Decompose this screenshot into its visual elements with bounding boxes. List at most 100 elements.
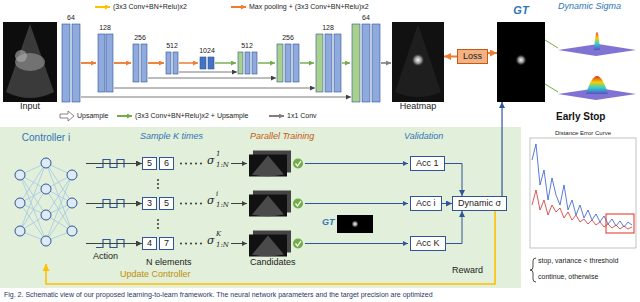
connector xyxy=(488,52,497,54)
legend-arrow-samples xyxy=(95,6,110,8)
sigma-subscript: 1:N xyxy=(216,202,229,209)
controller-network-icon xyxy=(15,226,25,236)
heatmap-output xyxy=(392,22,444,102)
sample-element: 6 xyxy=(159,157,174,170)
unet-arrows xyxy=(215,62,236,63)
heatmap-image: Heatmap xyxy=(392,22,444,112)
check-marks xyxy=(293,199,303,209)
connector xyxy=(86,243,142,244)
loss-box: Loss xyxy=(457,49,488,64)
candidate-to-accuracy-arrows xyxy=(305,243,408,244)
ellipsis-dots xyxy=(157,227,159,229)
connector xyxy=(86,203,142,204)
candidate-images xyxy=(249,195,287,217)
unet-arrows xyxy=(81,62,198,63)
sample-element: 5 xyxy=(142,157,157,170)
unet-feature-maps xyxy=(372,24,380,102)
connector xyxy=(501,102,502,196)
node-text: Acc i xyxy=(416,198,436,209)
controller-network-icon xyxy=(41,158,51,168)
check-marks xyxy=(296,241,302,246)
legend-arrow-samples xyxy=(117,115,132,117)
node-text: Input xyxy=(20,102,40,112)
dynamic-sigma-plots xyxy=(545,40,558,92)
annotation: N elements xyxy=(146,258,192,267)
candidate-images xyxy=(249,155,287,177)
distance-error-plot xyxy=(530,138,636,248)
sample-to-candidate-arrows xyxy=(231,163,247,164)
candidate-images xyxy=(249,151,291,257)
ellipsis-dots xyxy=(157,223,159,225)
node-text: 4 xyxy=(146,238,153,249)
dynamic-sigma-plots xyxy=(594,32,600,50)
node-text: 6 xyxy=(163,158,170,169)
dynamic-sigma-plots xyxy=(545,32,636,100)
unet-arrows xyxy=(179,72,237,73)
case-text: stop, variance < threshold xyxy=(538,257,618,264)
legend-text: Max pooling + (3x3 Conv+BN+Relu)x2 xyxy=(249,3,369,11)
connector xyxy=(446,211,462,244)
channel-count: 512 xyxy=(166,42,178,49)
annotation: Candidates xyxy=(250,258,296,267)
distance-error-plot xyxy=(530,138,636,248)
heatmap-output xyxy=(395,24,441,97)
unet-arrows xyxy=(342,62,350,63)
plot-title: Distance Error Curve xyxy=(555,130,611,136)
unet-feature-maps xyxy=(106,34,113,92)
input-image: Input xyxy=(3,22,57,112)
legend-text: (3x3 Conv+BN+Relu)x2 xyxy=(113,3,187,11)
ellipsis-dots xyxy=(180,243,182,245)
annotation: Update Controller xyxy=(120,270,191,279)
input-ultrasound xyxy=(6,24,54,98)
unet-arrows xyxy=(114,62,131,63)
unet-feature-maps xyxy=(72,24,80,102)
controller-network-icon xyxy=(15,158,77,246)
ellipsis-dots xyxy=(180,163,182,165)
unet-feature-maps xyxy=(325,34,332,92)
annotation: Action xyxy=(93,252,118,261)
candidate-images xyxy=(252,236,284,257)
sigma-symbol: σ xyxy=(207,155,215,166)
validation-ground-truth xyxy=(351,220,359,228)
ellipsis-dots xyxy=(185,163,187,165)
check-marks xyxy=(293,239,303,249)
unet-feature-maps xyxy=(200,57,206,69)
unet-feature-maps xyxy=(362,24,370,102)
ellipsis-dots xyxy=(190,243,192,245)
unet-arrows xyxy=(148,78,276,79)
unet-feature-maps xyxy=(285,44,291,82)
legend-arrow-samples xyxy=(231,6,246,8)
accuracy-box: Acc 1 xyxy=(410,156,445,171)
unet-feature-maps xyxy=(173,52,178,74)
channel-count: 256 xyxy=(134,34,146,41)
distance-error-plot xyxy=(532,190,632,229)
unet-feature-maps xyxy=(62,24,380,102)
unet-arrows xyxy=(81,62,96,63)
channel-count: 1024 xyxy=(199,47,215,54)
sample-element: 4 xyxy=(142,237,157,250)
connector xyxy=(444,56,457,58)
ellipsis-dots xyxy=(157,163,202,245)
connector xyxy=(46,211,495,284)
connector xyxy=(86,163,142,164)
sample-to-candidate-arrows xyxy=(231,203,247,204)
candidate-to-accuracy-arrows xyxy=(305,203,408,204)
controller-network-icon xyxy=(15,198,25,208)
ellipsis-dots xyxy=(157,179,159,181)
dynamic-sigma-box: Dynamic σ xyxy=(452,196,507,211)
sigma-superscript: K xyxy=(216,231,221,238)
ellipsis-dots xyxy=(157,187,159,189)
unet-feature-maps xyxy=(293,44,299,82)
unet-feature-maps xyxy=(208,57,214,69)
legend-arrow-samples xyxy=(60,7,284,121)
heatmap-output xyxy=(411,53,425,67)
input-ultrasound xyxy=(3,22,57,102)
ellipsis-dots xyxy=(190,203,192,205)
node-text: 7 xyxy=(163,238,170,249)
ellipsis-dots xyxy=(195,163,197,165)
case-text: continue, otherwise xyxy=(538,273,598,280)
candidate-images xyxy=(252,156,284,177)
ellipsis-dots xyxy=(195,243,197,245)
unet-feature-maps xyxy=(133,44,139,82)
distance-error-plot xyxy=(532,144,632,227)
